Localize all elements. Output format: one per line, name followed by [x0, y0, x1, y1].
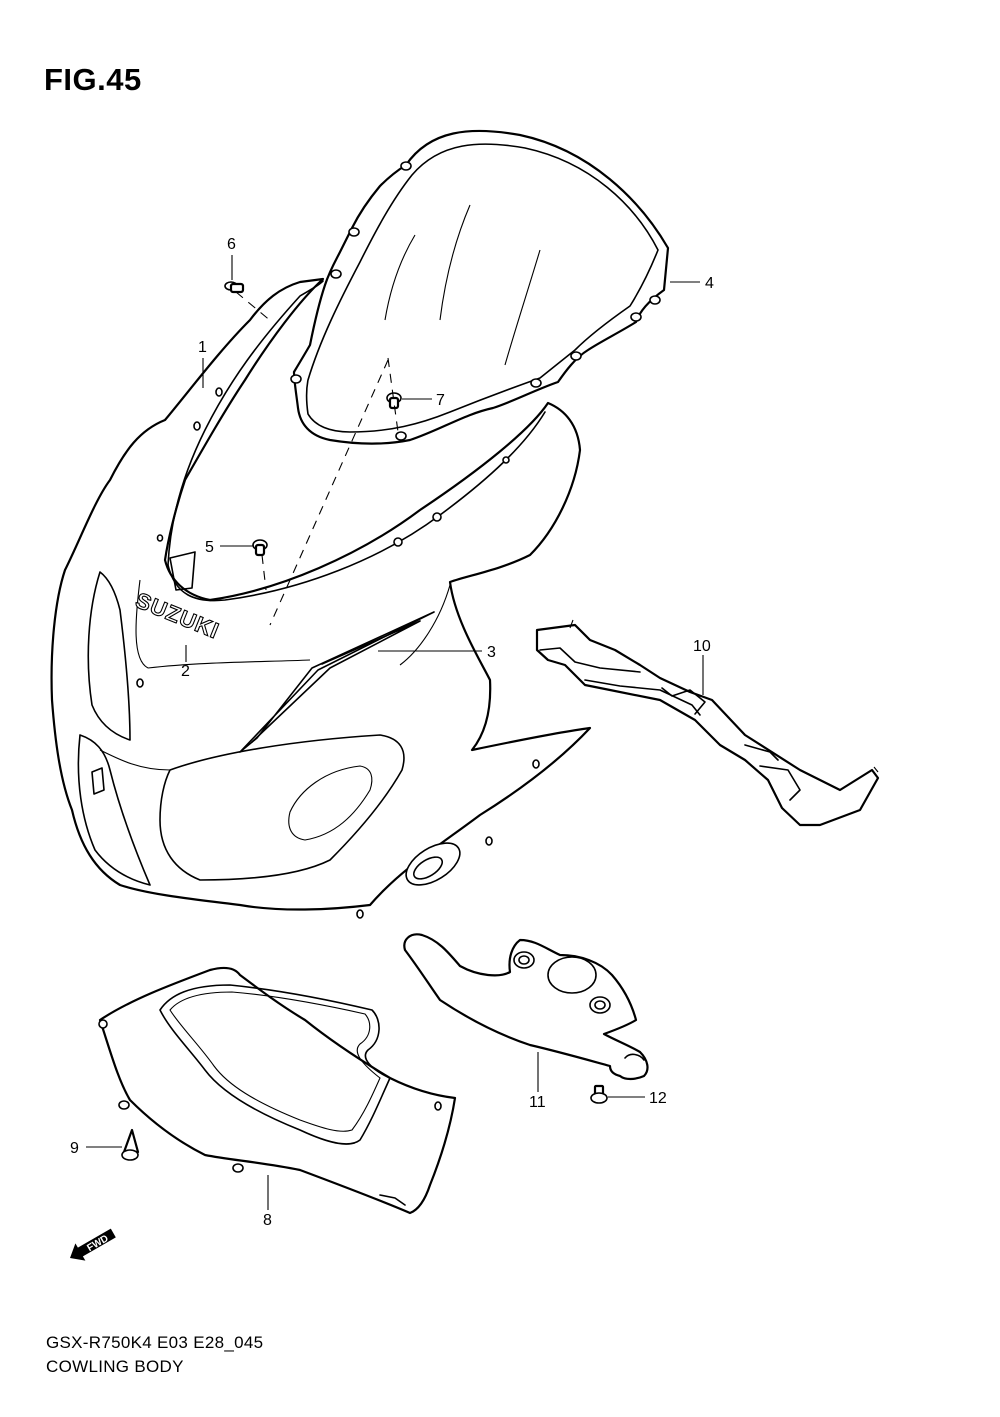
callout-4: 4: [705, 275, 714, 292]
section-name: COWLING BODY: [46, 1357, 184, 1376]
stripe-decal-part: [239, 611, 435, 753]
fwd-label: FWD: [85, 1233, 110, 1254]
bracket-plate-part: [403, 933, 649, 1081]
fwd-arrow-icon: FWD: [70, 1228, 116, 1261]
fastener-9: [121, 1128, 140, 1161]
bolt-12: [590, 1084, 608, 1104]
callout-3: 3: [487, 644, 496, 661]
callout-6: 6: [227, 236, 236, 253]
callout-8: 8: [263, 1212, 272, 1229]
side-cover-part: [535, 619, 880, 827]
model-code: GSX-R750K4 E03 E28_045: [46, 1333, 264, 1352]
figure-title: FIG.45: [44, 62, 142, 97]
screw-7: [386, 392, 402, 410]
callout-1: 1: [198, 339, 207, 356]
callout-9: 9: [70, 1140, 79, 1157]
callout-5: 5: [205, 539, 214, 556]
windscreen-part: [290, 129, 670, 445]
callout-10: 10: [693, 638, 711, 655]
screw-5: [252, 539, 268, 557]
callout-2: 2: [181, 663, 190, 680]
callout-12: 12: [649, 1090, 667, 1107]
screw-6: [224, 281, 245, 294]
callout-7: 7: [436, 392, 445, 409]
callout-11: 11: [529, 1094, 546, 1111]
inner-cover-part: [98, 966, 457, 1215]
